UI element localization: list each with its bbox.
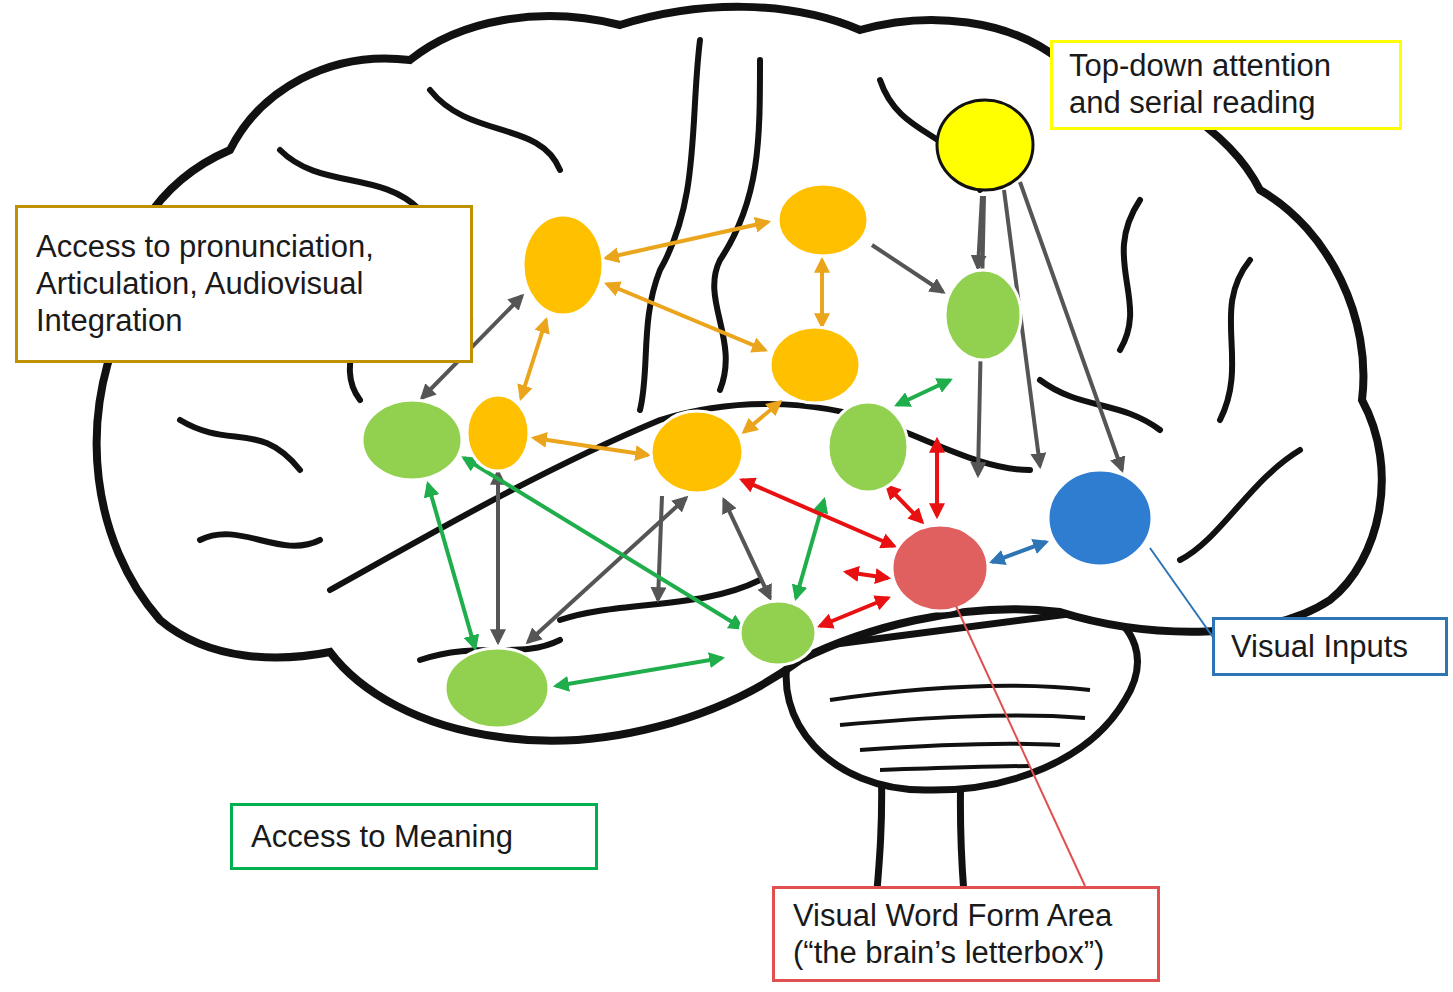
callout-text: Visual Inputs xyxy=(1231,628,1429,665)
visual-region xyxy=(1048,470,1152,566)
pronunciation-region xyxy=(778,184,868,256)
meaning-region xyxy=(445,648,549,728)
pronunciation-region xyxy=(770,327,860,403)
pronunciation-region xyxy=(467,395,529,471)
meaning-region xyxy=(362,400,462,480)
callout-text: Access to Meaning xyxy=(251,818,577,855)
pronunciation-region xyxy=(523,215,603,315)
callout-box: Top-down attention and serial reading xyxy=(1050,40,1402,130)
callout-box: Visual Word Form Area (“the brain’s lett… xyxy=(772,886,1160,982)
pronunciation-region xyxy=(651,411,743,493)
visual-arrow xyxy=(992,542,1046,562)
meaning-arrows xyxy=(428,380,950,686)
meaning-region xyxy=(740,601,816,665)
callout-text: Top-down attention and serial reading xyxy=(1069,47,1383,121)
attention-region xyxy=(937,100,1033,190)
callout-text: Access to pronunciation, Articulation, A… xyxy=(36,228,452,340)
vwfa-region xyxy=(892,525,988,611)
leader-line xyxy=(1150,548,1215,640)
callout-box: Access to pronunciation, Articulation, A… xyxy=(15,205,473,363)
callout-text: Visual Word Form Area (“the brain’s lett… xyxy=(793,897,1139,971)
meaning-region xyxy=(945,270,1021,360)
meaning-region xyxy=(828,402,908,492)
leader-line xyxy=(956,606,1085,886)
region-ellipses xyxy=(362,184,1152,728)
callout-box: Visual Inputs xyxy=(1212,617,1448,676)
cerebellum-folds xyxy=(830,686,1090,770)
connection-arrows xyxy=(422,182,1122,642)
callout-box: Access to Meaning xyxy=(230,803,598,870)
